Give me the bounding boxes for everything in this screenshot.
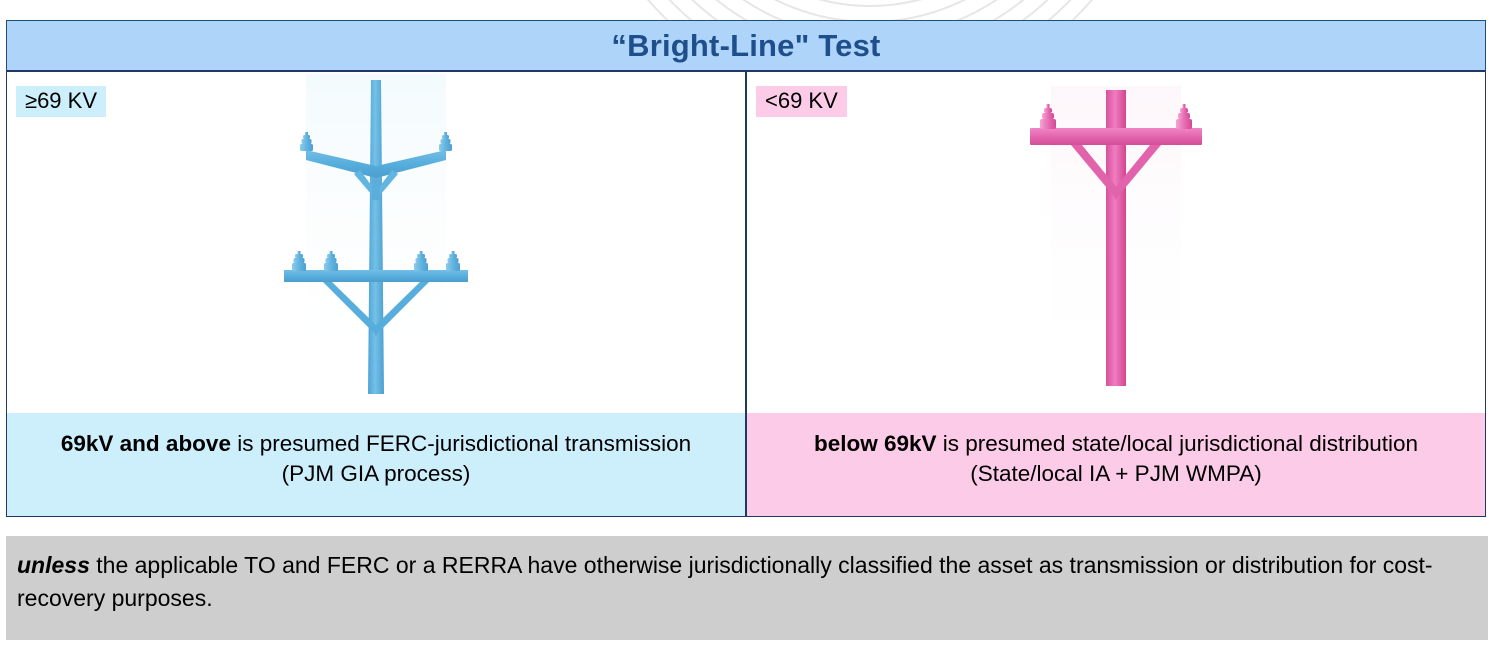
distribution-caption: below 69kV is presumed state/local juris… bbox=[747, 413, 1485, 516]
transmission-tower-icon bbox=[284, 74, 468, 394]
footer-qualifier-note: unless the applicable TO and FERC or a R… bbox=[6, 536, 1488, 640]
column-transmission: ≥69 KV bbox=[6, 72, 746, 517]
voltage-badge-high: ≥69 KV bbox=[16, 86, 107, 118]
page-title: “Bright-Line" Test bbox=[611, 28, 881, 63]
insulator-icon bbox=[300, 132, 313, 151]
distribution-pole-icon bbox=[1030, 86, 1202, 386]
insulator-icon bbox=[414, 251, 428, 271]
footer-emphasis: unless bbox=[17, 552, 90, 578]
insulator-icon bbox=[292, 251, 306, 271]
bright-line-test-table: “Bright-Line" Test ≥69 KV bbox=[6, 20, 1486, 517]
distribution-voltage-badge-wrap: <69 KV bbox=[756, 86, 847, 118]
insulator-icon bbox=[439, 132, 452, 151]
insulator-icon bbox=[1040, 104, 1056, 129]
transmission-caption-bold: 69kV and above bbox=[60, 431, 231, 456]
transmission-voltage-badge-wrap: ≥69 KV bbox=[16, 86, 107, 118]
distribution-caption-bold: below 69kV bbox=[813, 431, 937, 456]
footer-text: the applicable TO and FERC or a RERRA ha… bbox=[17, 552, 1433, 611]
transmission-tower-holder bbox=[7, 72, 745, 413]
distribution-illustration-area: <69 KV bbox=[747, 72, 1485, 413]
voltage-badge-low: <69 KV bbox=[756, 86, 847, 118]
insulator-icon bbox=[1176, 104, 1192, 129]
insulator-icon bbox=[324, 251, 338, 271]
distribution-caption-rest: is presumed state/local jurisdictional d… bbox=[936, 431, 1419, 486]
column-distribution: <69 KV bbox=[746, 72, 1486, 517]
comparison-columns: ≥69 KV bbox=[6, 72, 1486, 517]
transmission-caption-rest: is presumed FERC-jurisdictional transmis… bbox=[230, 431, 692, 486]
transmission-caption: 69kV and above is presumed FERC-jurisdic… bbox=[7, 413, 745, 516]
table-header-band: “Bright-Line" Test bbox=[6, 20, 1486, 72]
distribution-pole-holder bbox=[747, 72, 1485, 413]
insulator-icon bbox=[446, 251, 460, 271]
transmission-illustration-area: ≥69 KV bbox=[7, 72, 745, 413]
